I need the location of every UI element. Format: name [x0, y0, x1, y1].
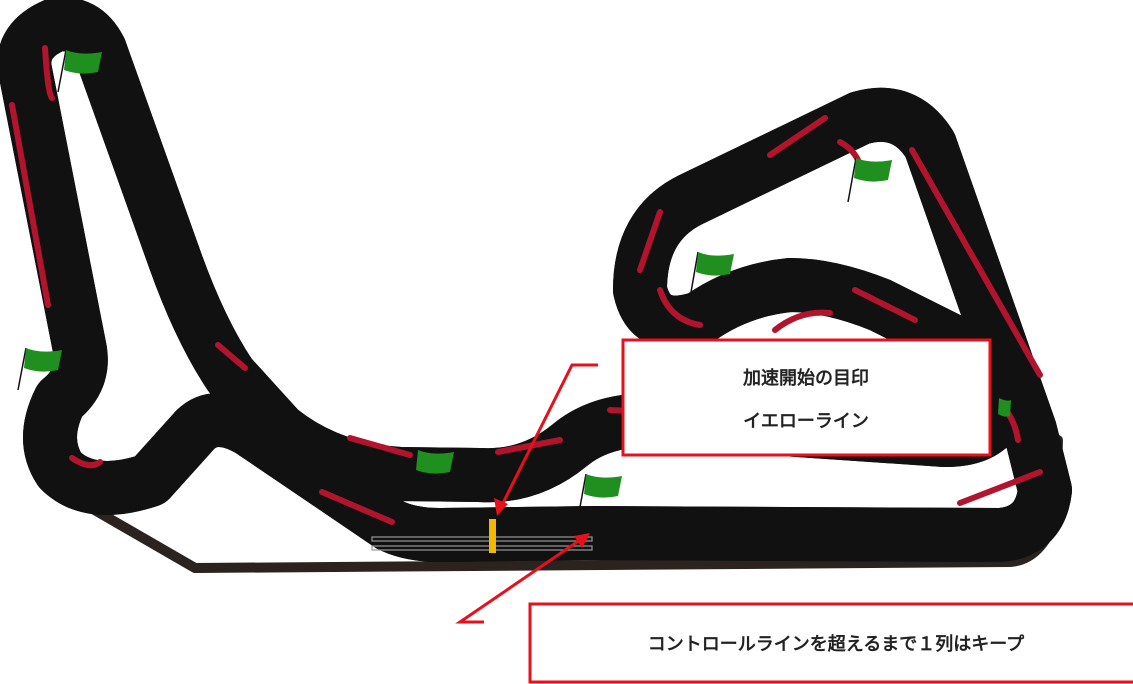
curb	[319, 489, 395, 525]
flags	[17, 49, 1011, 519]
flag-icon	[17, 347, 62, 391]
arrowhead	[494, 498, 508, 516]
yellow-line-marker	[489, 519, 496, 553]
flag-icon	[689, 251, 734, 299]
curb	[657, 287, 703, 328]
callout-box	[621, 338, 992, 457]
arrowhead	[574, 533, 590, 548]
callout-leader	[455, 538, 581, 624]
curb	[9, 102, 51, 308]
direction-arrow: →	[605, 532, 623, 557]
callout-subtitle: イエローライン	[743, 411, 869, 432]
curb	[637, 209, 663, 273]
flag-icon	[847, 157, 892, 203]
pit-lane: →	[371, 519, 623, 558]
grid-line	[371, 536, 593, 542]
flag-icon	[409, 449, 454, 493]
callout-title: 加速開始の目印	[742, 367, 869, 389]
callout-text: コントロールラインを超えるまで１列はキープ	[648, 633, 1025, 655]
curb	[957, 469, 1043, 506]
callout-yellow-line: 加速開始の目印 イエローライン	[494, 338, 992, 516]
curb	[347, 435, 413, 458]
curb	[909, 147, 1043, 378]
curb	[852, 287, 918, 323]
callout-control-line: コントロールラインを超えるまで１列はキープ	[455, 533, 1133, 684]
curb	[215, 342, 248, 371]
curb	[42, 45, 55, 101]
grid-line	[371, 545, 593, 551]
callout-box	[528, 602, 1133, 684]
curb	[772, 309, 833, 333]
track	[0, 0, 1072, 535]
flag-icon	[994, 397, 1011, 423]
flag-icon	[577, 473, 622, 519]
curb	[69, 455, 103, 469]
flag-icon	[57, 49, 102, 93]
callout-leader	[500, 363, 598, 506]
curb	[767, 115, 828, 158]
curb	[495, 437, 563, 455]
